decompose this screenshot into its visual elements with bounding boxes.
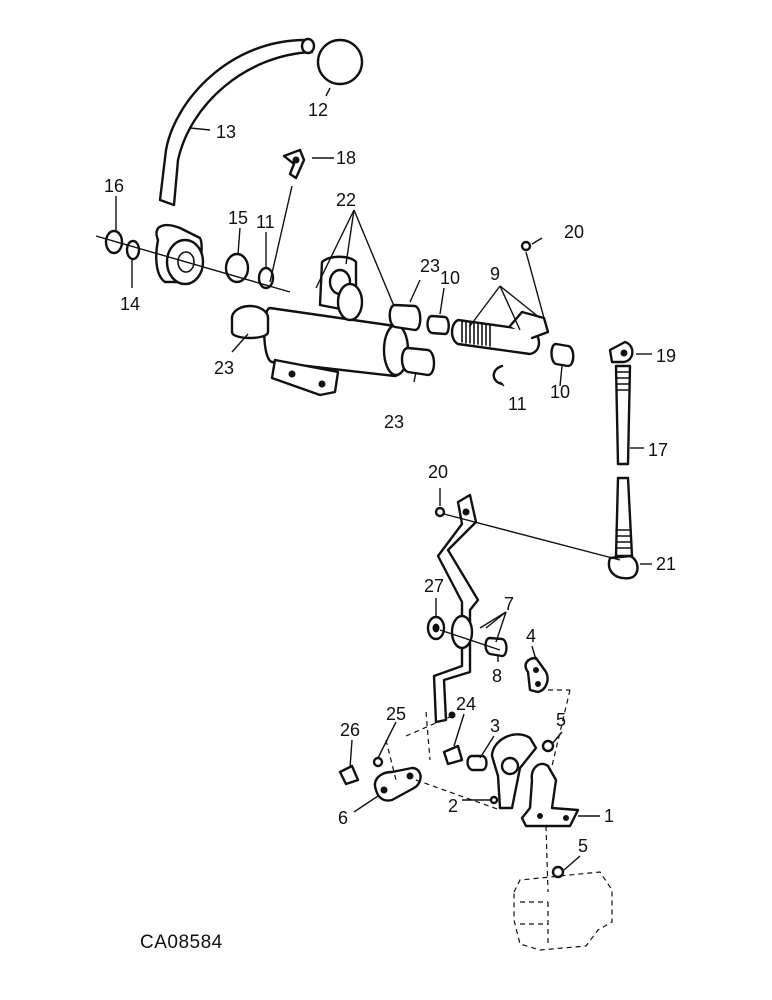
callout-7: 7 <box>504 594 514 614</box>
callout-14: 14 <box>120 294 140 314</box>
callout-12: 12 <box>308 100 328 120</box>
callout-27: 27 <box>424 576 444 596</box>
bolt-part-24 <box>442 744 464 766</box>
ring-part-14 <box>125 239 141 261</box>
bushing-part-23-right-upper <box>388 303 422 332</box>
collar-part-10-left <box>426 314 450 336</box>
callout-10-right: 10 <box>550 382 570 402</box>
callout-20-lower: 20 <box>428 462 448 482</box>
drawing-code: CA08584 <box>140 932 223 953</box>
callout-23-right-upper: 23 <box>420 256 440 276</box>
callout-17: 17 <box>648 440 668 460</box>
bracket-part-1 <box>520 762 580 828</box>
nut-part-5-lower <box>551 865 565 879</box>
callout-8: 8 <box>492 666 502 686</box>
callout-21: 18 <box>336 148 356 168</box>
callout-9: 9 <box>490 264 500 284</box>
shift-lever-assembly <box>104 37 575 397</box>
clip-part-20-upper <box>520 240 532 252</box>
callout-11-upper: 11 <box>256 212 275 232</box>
connecting-rod <box>607 340 639 580</box>
callout-labels: 12 13 18 16 22 15 11 20 23 9 10 14 19 23… <box>104 100 676 856</box>
callout-4: 4 <box>526 626 536 646</box>
rod-part-17-upper <box>614 364 632 466</box>
seal-part-15 <box>224 252 250 284</box>
ring-part-11-lower <box>492 364 504 386</box>
callout-1: 1 <box>604 806 614 826</box>
callout-13: 13 <box>216 122 236 142</box>
bolt-part-26 <box>338 764 360 786</box>
plate-part-4 <box>524 656 549 694</box>
callout-23-right-lower: 23 <box>384 412 404 432</box>
callout-11-lower: 11 <box>508 394 527 414</box>
leader-lines <box>115 87 652 871</box>
callout-6: 6 <box>338 808 348 828</box>
fitting-part-21 <box>282 148 306 180</box>
ball-joint-part-19 <box>607 554 639 580</box>
bushing-part-23-right-lower <box>400 346 436 377</box>
callout-22: 22 <box>336 190 356 210</box>
callout-25: 25 <box>386 704 406 724</box>
clip-part-20-lower <box>434 506 446 518</box>
lever-arm <box>432 493 480 724</box>
nut-part-5-upper <box>541 739 555 753</box>
callout-3: 3 <box>490 716 500 736</box>
washer-part-16 <box>104 229 124 255</box>
knob-part-12 <box>316 38 364 86</box>
collar-part-10-right <box>550 342 575 368</box>
callout-26: 26 <box>340 720 360 740</box>
callout-24: 24 <box>456 694 476 714</box>
transmission-housing <box>513 871 613 951</box>
bushing-part-8 <box>484 636 508 658</box>
callout-2: 2 <box>448 796 458 816</box>
callout-20-upper: 20 <box>564 222 584 242</box>
callout-5-lower: 5 <box>578 836 588 856</box>
callout-15: 15 <box>228 208 248 228</box>
callout-18: 19 <box>656 346 676 366</box>
callout-23-left: 23 <box>214 358 234 378</box>
callout-10-left: 10 <box>440 268 460 288</box>
rod-part-17-lower <box>614 476 634 558</box>
linkage-assembly <box>338 493 613 951</box>
callout-16: 16 <box>104 176 124 196</box>
link-part-6 <box>373 766 422 802</box>
washer-part-25 <box>372 756 384 768</box>
callout-19: 21 <box>656 554 676 574</box>
assembly-lines <box>95 185 621 893</box>
callout-5-upper: 5 <box>556 710 566 730</box>
